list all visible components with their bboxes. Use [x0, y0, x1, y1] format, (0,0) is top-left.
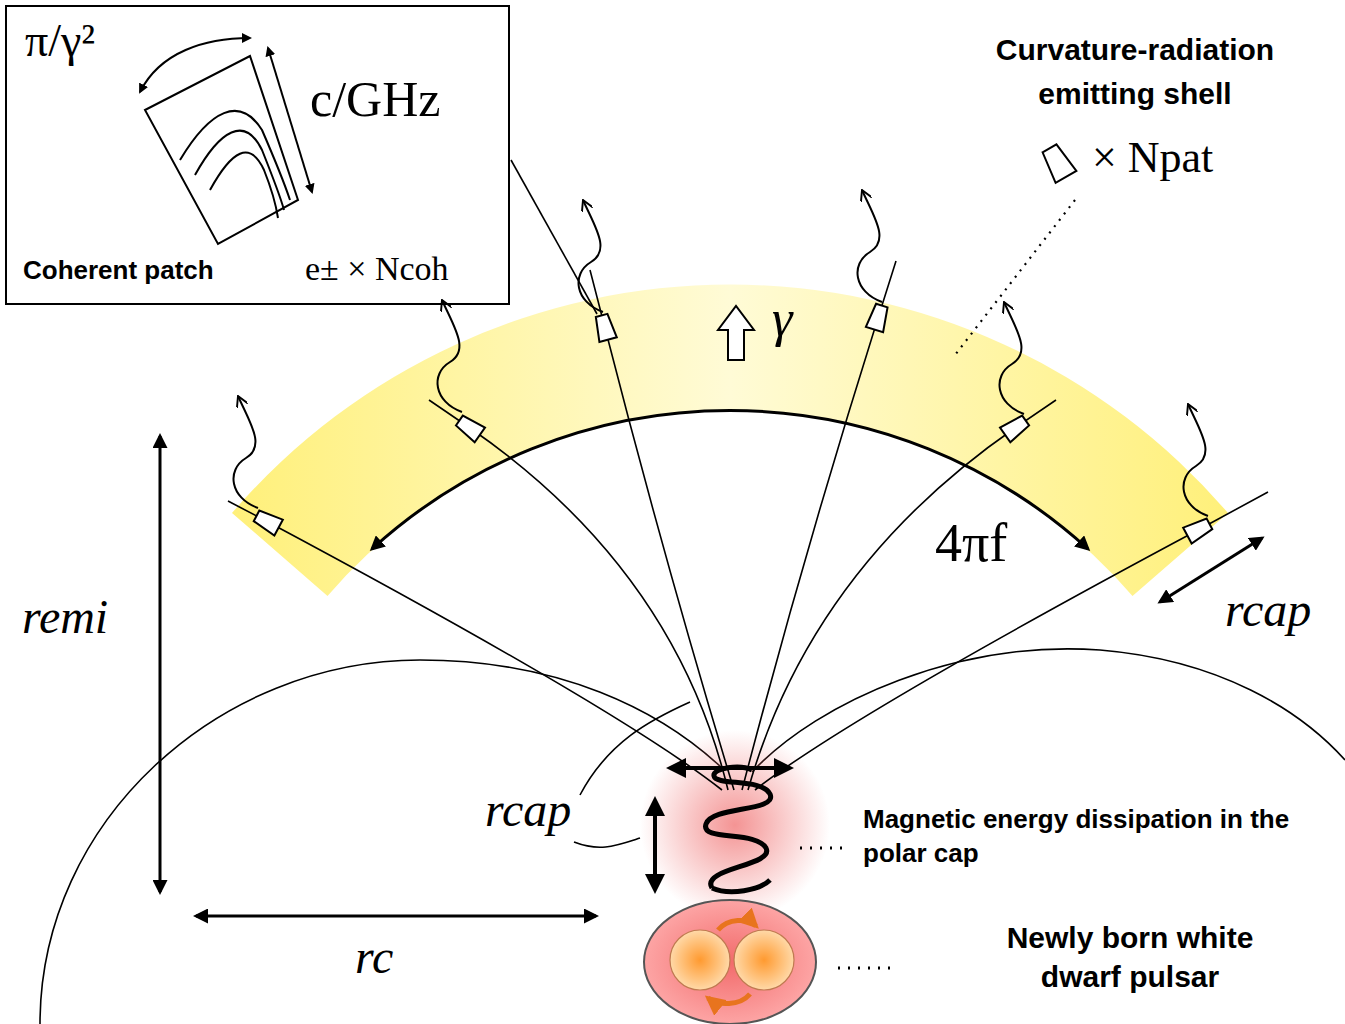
lorentz-factor-arrow-part	[718, 306, 754, 360]
inset-box: π/γ² c/GHzCoherent patch e± × Ncoh	[5, 5, 510, 305]
lorentz-factor-arrow	[718, 306, 754, 360]
particle-count: e± × Ncoh	[305, 251, 449, 287]
beaming-fraction: 4πf	[935, 515, 1007, 572]
leader-lines-part	[511, 160, 597, 314]
inset-title: Coherent patch	[23, 257, 214, 284]
white-dwarf-pulsar-part	[734, 930, 794, 990]
annotation: Magnetic energy dissipation in the polar…	[863, 803, 1303, 871]
dimension-arrows-part	[159, 436, 162, 892]
coherent-patches-part	[593, 313, 617, 342]
coherent-patches-part	[252, 508, 283, 536]
polar-cap-glow-part	[640, 730, 830, 920]
annotation: Newly born white dwarf pulsar	[965, 918, 1295, 996]
coherent-patches-part	[454, 413, 485, 442]
radio-wave-arrows-part	[234, 396, 259, 508]
leader-lines-part	[580, 702, 690, 795]
coherent-patch-sketch	[140, 38, 312, 244]
open-field-lines-part	[228, 501, 722, 790]
white-dwarf-pulsar	[644, 900, 816, 1024]
radio-wave-arrows-part	[858, 190, 883, 302]
dimension-label: remi	[22, 592, 108, 642]
magnetic-coil	[706, 767, 771, 892]
shell-title: Curvature-radiation emitting shell	[935, 28, 1335, 115]
emitting-shell-part	[232, 285, 1228, 596]
dimension-label: rcap	[485, 785, 571, 835]
open-field-lines-part	[755, 492, 1268, 790]
leader-lines-part	[838, 967, 898, 970]
angle-label: π/γ²	[25, 17, 95, 65]
coherent-patches-part	[1039, 142, 1076, 183]
white-dwarf-pulsar-part	[718, 920, 756, 930]
emitting-shell	[232, 285, 1228, 596]
patch-count: × Npat	[1092, 135, 1213, 181]
radio-wave-arrows-part	[1000, 302, 1025, 414]
radio-wave-arrows-part	[1184, 404, 1209, 516]
white-dwarf-pulsar-part	[644, 900, 816, 1024]
coherent-patches-part	[866, 303, 891, 332]
dimension-label: rcap	[1225, 585, 1311, 635]
coherent-patch-sketch-part	[268, 48, 312, 192]
radio-wave-arrows	[234, 190, 1209, 516]
open-field-lines-part	[429, 400, 728, 790]
coherent-patches-part	[1000, 413, 1031, 442]
radio-wave-arrows-part	[579, 200, 604, 312]
coherent-patch-sketch-part	[140, 38, 250, 92]
leader-lines-part	[800, 847, 848, 850]
open-field-lines-part	[742, 261, 896, 790]
coherent-patch-sketch-part	[195, 131, 284, 210]
dimension-arrows-part	[196, 915, 596, 918]
white-dwarf-pulsar-part	[708, 994, 750, 1004]
polar-cap-glow	[640, 730, 830, 920]
open-field-lines	[228, 261, 1268, 790]
leader-lines-part	[955, 200, 1075, 355]
length-label: c/GHz	[310, 73, 441, 126]
coherent-patches-part	[1183, 516, 1214, 544]
dimension-arrows-part	[653, 800, 657, 890]
dimension-arrows	[160, 436, 1262, 916]
closed-field-loops-part	[752, 649, 1345, 772]
dimension-label: rc	[355, 932, 393, 982]
radio-wave-arrows-part	[438, 300, 463, 412]
coherent-patches	[252, 142, 1213, 543]
closed-field-loops	[40, 649, 1345, 1024]
magnetic-coil-part	[706, 767, 771, 892]
open-field-lines-part	[590, 270, 734, 790]
closed-field-loops-part	[40, 660, 722, 1024]
open-field-lines-part	[748, 400, 1056, 790]
coherent-patch-sketch-part	[210, 153, 278, 218]
white-dwarf-pulsar-part	[670, 930, 730, 990]
leader-lines-part	[574, 838, 640, 847]
leader-lines	[511, 160, 1075, 968]
coherent-patch-sketch-part	[145, 56, 298, 244]
lorentz-factor: γ	[772, 292, 793, 347]
